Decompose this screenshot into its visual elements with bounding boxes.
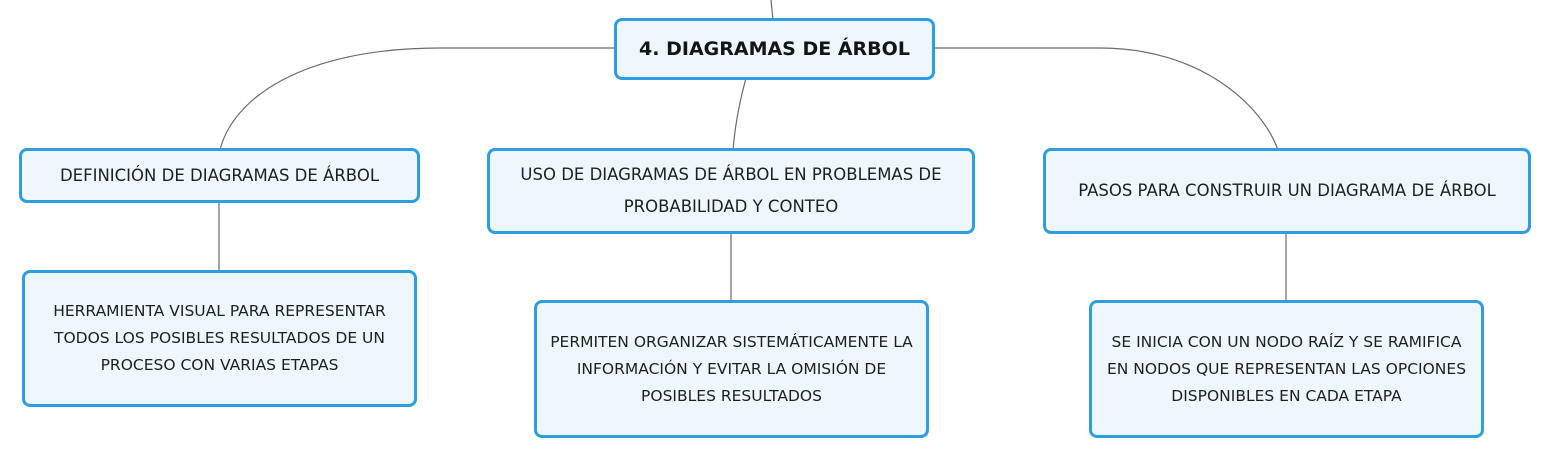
- root-node-label: 4. DIAGRAMAS DE ÁRBOL: [639, 38, 910, 60]
- detail-node-uso[interactable]: PERMITEN ORGANIZAR SISTEMÁTICAMENTE LA I…: [534, 300, 929, 438]
- topic-node-definicion[interactable]: DEFINICIÓN DE DIAGRAMAS DE ÁRBOL: [19, 148, 420, 203]
- detail-text-uso: PERMITEN ORGANIZAR SISTEMÁTICAMENTE LA I…: [550, 332, 913, 405]
- topic-label-uso: USO DE DIAGRAMAS DE ÁRBOL EN PROBLEMAS D…: [520, 165, 942, 216]
- connector-root-to-definition: [219, 47, 616, 151]
- topic-label-definicion: DEFINICIÓN DE DIAGRAMAS DE ÁRBOL: [59, 165, 380, 185]
- connector-root-to-uso: [732, 77, 747, 151]
- root-node[interactable]: 4. DIAGRAMAS DE ÁRBOL: [614, 18, 935, 80]
- topic-node-pasos[interactable]: PASOS PARA CONSTRUIR UN DIAGRAMA DE ÁRBO…: [1043, 148, 1531, 234]
- detail-node-definicion[interactable]: HERRAMIENTA VISUAL PARA REPRESENTAR TODO…: [22, 270, 417, 407]
- detail-text-pasos: SE INICIA CON UN NODO RAÍZ Y SE RAMIFICA…: [1106, 332, 1467, 405]
- detail-text-definicion: HERRAMIENTA VISUAL PARA REPRESENTAR TODO…: [53, 302, 386, 374]
- topic-node-uso[interactable]: USO DE DIAGRAMAS DE ÁRBOL EN PROBLEMAS D…: [487, 148, 975, 234]
- connector-from-parent: [770, 0, 774, 21]
- connector-root-to-pasos: [933, 47, 1279, 151]
- topic-label-pasos: PASOS PARA CONSTRUIR UN DIAGRAMA DE ÁRBO…: [1078, 181, 1496, 200]
- detail-node-pasos[interactable]: SE INICIA CON UN NODO RAÍZ Y SE RAMIFICA…: [1089, 300, 1484, 438]
